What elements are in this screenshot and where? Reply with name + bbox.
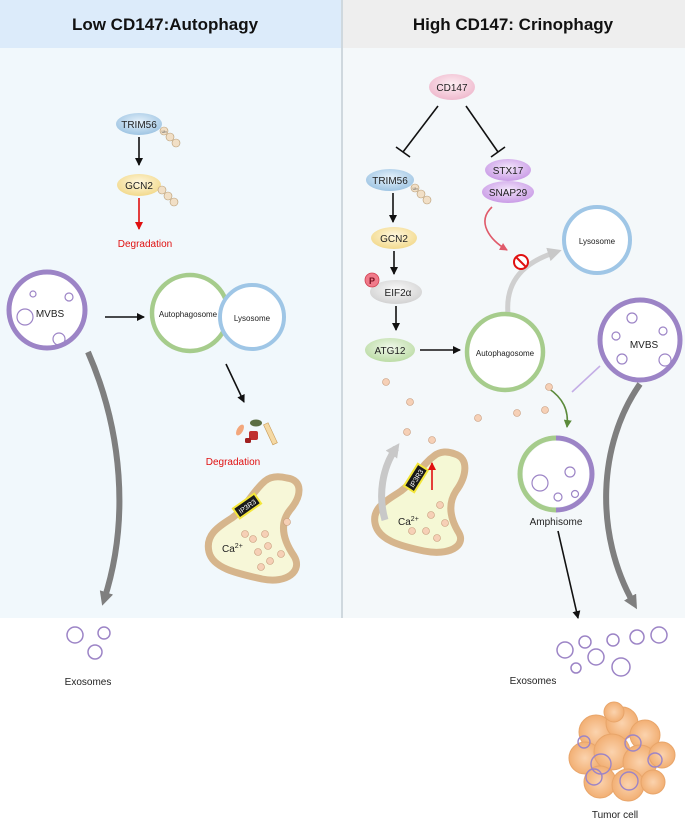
left-degradation-top-label: Degradation — [118, 239, 172, 250]
right-stx17-snap29-complex: STX17 SNAP29 — [482, 159, 534, 203]
right-trim56-ub-chain: Ub — [410, 183, 432, 205]
left-er-calcium-store: Ca2+ — [204, 473, 303, 584]
right-stx17-label: STX17 — [493, 166, 524, 177]
right-green-arrow-to-amphisome — [547, 387, 572, 428]
right-trim56-node: TRIM56 — [366, 169, 414, 191]
right-cd147-inhibits-trim56 — [395, 105, 439, 158]
right-lysosome-label: Lysosome — [579, 237, 616, 246]
right-snap29-label: SNAP29 — [489, 188, 528, 199]
left-mvbs-vesicle: MVBS — [6, 269, 88, 351]
right-trim56-ub-label: Ub — [412, 186, 418, 191]
right-amphisome — [517, 435, 595, 513]
right-phospho-label: P — [369, 276, 375, 286]
right-eif2a-node: EIF2α — [370, 280, 422, 304]
left-calcium-label: Ca2+ — [222, 543, 243, 555]
right-atg12-label: ATG12 — [375, 346, 406, 357]
right-mvbs-label: MVBS — [630, 340, 659, 351]
right-trim56-label: TRIM56 — [372, 176, 408, 187]
tumor-cell-cluster-icon — [568, 701, 676, 802]
right-exosomes-label: Exosomes — [510, 676, 557, 687]
right-header-box — [343, 0, 685, 48]
left-gcn2-node: GCN2 — [117, 174, 161, 196]
left-gray-arrow-to-exosomes — [85, 350, 123, 606]
left-degraded-fragments-icon — [236, 419, 278, 446]
left-trim56-ub-chain: Ub — [159, 126, 181, 148]
left-autophagosome-label: Autophagosome — [159, 310, 218, 319]
right-er-calcium-store: Ca2+ — [371, 448, 469, 556]
left-lysosome: Lysosome — [218, 283, 286, 351]
right-calcium-dots — [382, 378, 553, 444]
left-trim56-node: TRIM56 — [116, 113, 162, 135]
right-arrow-amphisome-exosomes — [557, 530, 581, 619]
tumor-cell-label: Tumor cell — [592, 810, 638, 821]
left-panel-title: Low CD147:Autophagy — [72, 15, 259, 34]
right-eif2a-label: EIF2α — [385, 288, 412, 299]
right-exosomes-cluster — [556, 626, 668, 677]
left-trim56-ub-label: Ub — [161, 129, 167, 134]
right-gcn2-label: GCN2 — [380, 234, 408, 245]
right-autophagosome-label: Autophagosome — [476, 349, 535, 358]
right-phospho-badge: P — [364, 272, 380, 288]
left-gcn2-ub-chain — [157, 185, 179, 207]
left-exosomes-cluster — [66, 626, 111, 660]
left-lysosome-label: Lysosome — [234, 314, 271, 323]
right-snap29-curved-arrow — [484, 206, 508, 251]
left-gcn2-label: GCN2 — [125, 181, 153, 192]
right-block-icon — [513, 254, 529, 270]
right-gray-release-arrow — [378, 443, 400, 521]
left-arrow-to-degradation — [225, 363, 245, 403]
right-amphisome-label: Amphisome — [530, 517, 583, 528]
right-blocked-fusion-arrow — [505, 247, 562, 315]
left-header-box — [0, 0, 341, 48]
left-autophagosome: Autophagosome — [149, 272, 231, 354]
right-gcn2-node: GCN2 — [371, 227, 417, 249]
right-cd147-inhibits-stx17 — [465, 105, 506, 158]
right-cd147-label: CD147 — [436, 83, 468, 94]
right-purple-line-to-amphisome — [571, 365, 601, 393]
right-atg12-node: ATG12 — [365, 338, 415, 362]
right-gray-arrow-to-exosomes — [603, 382, 643, 610]
right-calcium-label: Ca2+ — [398, 516, 419, 528]
left-exosomes-label: Exosomes — [65, 677, 112, 688]
right-lysosome: Lysosome — [562, 205, 632, 275]
right-mvbs-vesicle: MVBS — [597, 297, 683, 383]
left-mvbs-label: MVBS — [36, 309, 65, 320]
right-autophagosome: Autophagosome — [464, 311, 546, 393]
left-degradation-bottom-label: Degradation — [206, 457, 260, 468]
right-panel-title: High CD147: Crinophagy — [413, 15, 614, 34]
left-trim56-label: TRIM56 — [121, 120, 157, 131]
right-cd147-node: CD147 — [429, 74, 475, 100]
